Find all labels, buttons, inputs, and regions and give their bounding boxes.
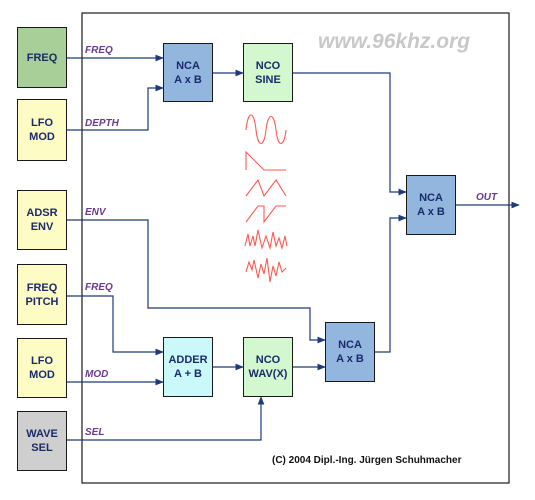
nco-wav-block: NCO WAV(X) [243,337,293,397]
block-label: A x B [336,353,364,365]
block-label: ENV [30,221,54,233]
watermark: www.96khz.org [318,30,471,53]
freq-pitch-signal-label: FREQ [85,282,113,293]
block-label: FREQ [26,51,58,64]
freq-signal-label: FREQ [85,45,113,56]
block-label: SEL [31,442,53,454]
block-label: A + B [173,368,202,380]
wire-freq-pitch [67,295,164,356]
block-label: LFO [31,355,53,367]
system-frame [81,12,510,484]
nca-bottom-block: NCA A x B [325,322,375,382]
block-label: ADSR [26,207,58,219]
block-label: A x B [417,206,445,218]
mod-signal-label: MOD [85,369,109,380]
block-label: NCO [255,59,281,72]
freq-pitch-input-block: FREQ PITCH [17,264,67,325]
wire-sine-to-out [293,72,407,196]
wire-nca-to-out [375,214,407,353]
noisy-complex-wave-icon [245,257,287,283]
wire-env [67,219,326,344]
nco-sine-block: NCO SINE [243,43,293,102]
block-label: MOD [29,131,55,143]
adsr-env-input-block: ADSR ENV [17,190,67,250]
wire-depth [67,84,164,131]
block-label: MOD [29,369,55,381]
complex-wave-icon [244,229,288,251]
lfo-mod-2-input-block: LFO MOD [17,338,67,398]
block-label: NCA [176,59,200,72]
block-label: A x B [174,73,202,86]
nca-output-block: NCA A x B [406,175,456,235]
nca-top-block: NCA A x B [163,43,213,102]
block-label: PITCH [25,295,59,308]
ramp-wave-icon [245,150,286,171]
block-label: FREQ [26,281,58,294]
depth-signal-label: DEPTH [85,118,119,129]
pulse-ramp-wave-icon [245,205,286,224]
lfo-mod-input-block: LFO MOD [17,99,67,161]
block-label: WAVE [26,428,58,440]
env-signal-label: ENV [85,207,106,218]
out-signal-label: OUT [476,192,498,203]
block-label: NCA [338,339,362,351]
wire-sel [67,396,265,441]
sel-signal-label: SEL [85,427,105,438]
sawtooth-wave-icon [245,178,287,198]
block-label: NCA [419,192,443,204]
block-label: ADDER [168,354,208,366]
block-label: SINE [255,73,281,86]
block-label: WAV(X) [248,368,288,380]
block-label: NCO [255,354,281,366]
block-label: LFO [31,117,53,129]
sine-wave-icon [245,114,287,145]
wave-sel-input-block: WAVE SEL [17,411,67,471]
copyright-notice: (C) 2004 Dipl.-Ing. Jürgen Schuhmacher [272,455,462,466]
adder-block: ADDER A + B [163,337,213,397]
freq-input-block: FREQ [17,27,67,88]
